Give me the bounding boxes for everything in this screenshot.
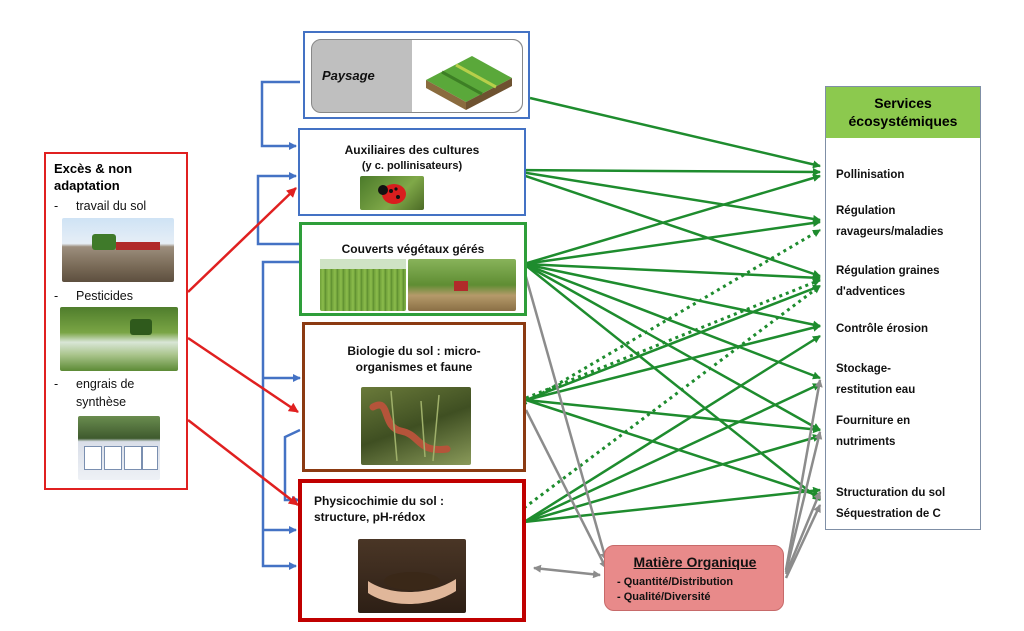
matiere-item-qualite: - Qualité/Diversité	[617, 591, 711, 603]
pressure-item-fertilizer-line2: synthèse	[76, 395, 127, 409]
service-controle-erosion: Contrôle érosion	[836, 323, 929, 335]
cover-crop-photo	[320, 259, 406, 311]
service-stockage-eau: Stockage- restitution eau	[836, 363, 916, 396]
physicochimie-label-line1: Physicochimie du sol :	[314, 494, 445, 508]
services-box: Services écosystémiques Pollinisation Ré…	[825, 86, 981, 530]
biologie-box: Biologie du sol : micro- organismes et f…	[302, 322, 526, 472]
fertilizer-bags-photo	[78, 416, 160, 480]
auxiliaires-label: Auxiliaires des cultures	[344, 143, 480, 157]
services-header-line2: écosystémiques	[848, 113, 958, 129]
pressures-title: Excès & non adaptation	[54, 161, 133, 193]
pesticide-spraying-photo	[60, 307, 178, 371]
paysage-panel: Paysage	[311, 39, 523, 113]
red-arrows	[187, 187, 299, 506]
pressures-box: Excès & non adaptation -travail du sol -…	[44, 152, 188, 490]
paysage-box: Paysage	[303, 31, 530, 119]
pressure-item-pesticides: -Pesticides	[54, 289, 133, 303]
landscape-illustration	[412, 40, 522, 112]
matiere-organique-title: Matière Organique	[633, 554, 757, 570]
auxiliaires-box: Auxiliaires des cultures (y c. pollinisa…	[298, 128, 526, 216]
physicochimie-label-line2: structure, pH-rédox	[314, 510, 426, 524]
landscape-block-icon	[426, 56, 512, 110]
auxiliaires-sublabel: (y c. pollinisateurs)	[361, 160, 463, 172]
biologie-label-line1: Biologie du sol : micro-	[347, 344, 481, 358]
ladybug-icon	[378, 184, 406, 204]
services-header-line1: Services	[874, 95, 932, 111]
green-arrows	[507, 96, 821, 524]
pressure-item-fertilizer: -engrais de	[54, 377, 135, 391]
soil-hands-photo	[358, 539, 466, 613]
matiere-item-quantite: - Quantité/Distribution	[617, 576, 734, 588]
physicochimie-box: Physicochimie du sol : structure, pH-réd…	[298, 479, 526, 622]
service-pollinisation: Pollinisation	[836, 169, 905, 181]
blue-connectors	[256, 80, 301, 570]
service-regulation-graines: Régulation graines d'adventices	[836, 265, 940, 298]
couverts-label: Couverts végétaux gérés	[341, 242, 485, 256]
tractor-tillage-photo	[62, 218, 174, 282]
grey-arrows	[522, 269, 823, 579]
ladybug-photo	[360, 176, 424, 210]
agroforestry-photo	[408, 259, 516, 311]
green-dotted-arrows	[523, 228, 821, 510]
earthworm-photo	[361, 387, 471, 465]
service-fourniture-nutriments: Fourniture en nutriments	[836, 415, 911, 448]
service-regulation-ravageurs: Régulation ravageurs/maladies	[836, 205, 944, 238]
paysage-label: Paysage	[322, 68, 375, 83]
services-header: Services écosystémiques	[826, 87, 980, 138]
earthworm-icon	[369, 390, 451, 462]
couverts-box: Couverts végétaux gérés	[299, 222, 527, 316]
biologie-label-line2: organismes et faune	[355, 360, 473, 374]
service-structuration-sol: Structuration du sol Séquestration de C	[836, 487, 946, 520]
pressure-item-tillage: -travail du sol	[54, 199, 147, 213]
matiere-organique-box: Matière Organique - Quantité/Distributio…	[604, 545, 784, 611]
soil-hands-icon	[368, 572, 456, 604]
